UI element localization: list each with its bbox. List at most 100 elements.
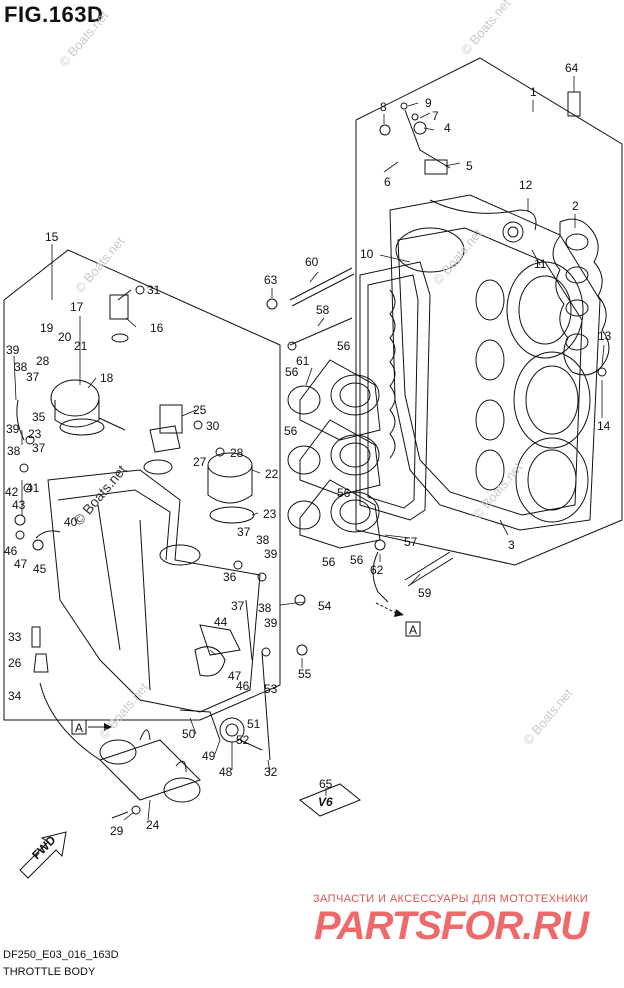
callout-44: 44 [214, 615, 228, 629]
spring-50 [179, 709, 221, 741]
callout-30: 30 [206, 419, 220, 433]
callout-3: 3 [508, 538, 515, 552]
idle-air-valve-18 [50, 379, 126, 436]
hose-62 [372, 551, 389, 603]
callout-12: 12 [519, 178, 533, 192]
callout-9: 9 [425, 96, 432, 110]
callout-43: 43 [12, 498, 26, 512]
callout-1: 1 [530, 85, 537, 99]
svg-text:A: A [409, 623, 417, 637]
bolt-31 [135, 285, 145, 295]
callout-31: 31 [147, 283, 161, 297]
callout-47: 47 [14, 557, 28, 571]
callout-24: 24 [146, 818, 160, 832]
callout-2: 2 [572, 199, 579, 213]
callout-40: 40 [64, 515, 78, 529]
callout-4: 4 [444, 121, 451, 135]
callout-33: 33 [8, 630, 22, 644]
v6-badge-label: V6 [318, 795, 333, 809]
silencer-24 [99, 729, 201, 803]
callout-27: 27 [193, 455, 207, 469]
screw-51 [239, 739, 263, 751]
callout-38c: 38 [256, 533, 270, 547]
v6-badge [299, 783, 361, 817]
bolt-58 [289, 317, 353, 346]
callout-15: 15 [45, 230, 59, 244]
callout-39d: 39 [264, 616, 278, 630]
bolt-28 [215, 447, 225, 457]
callout-56: 56 [337, 339, 351, 353]
callout-10: 10 [360, 247, 374, 261]
cap-33 [31, 626, 41, 648]
callout-11: 11 [534, 257, 547, 271]
callout-47b: 47 [228, 669, 242, 683]
callout-36: 36 [223, 570, 237, 584]
callout-61: 61 [296, 354, 310, 368]
callout-56e: 56 [322, 555, 336, 569]
callout-8: 8 [380, 100, 387, 114]
bolt-59 [404, 551, 451, 581]
right-assembly-frame [355, 57, 623, 566]
rod-38 [245, 599, 253, 661]
callout-49: 49 [202, 749, 216, 763]
figure-name: THROTTLE BODY [3, 966, 96, 978]
leader-lines [13, 76, 605, 821]
sensor-25 [143, 404, 183, 475]
callout-32: 32 [264, 765, 278, 779]
callout-56c: 56 [284, 424, 298, 438]
left-assembly-frame [3, 249, 281, 721]
figure-title: FIG.163D [4, 2, 104, 27]
callout-37: 37 [26, 370, 40, 384]
callout-48: 48 [219, 765, 233, 779]
callout-39: 39 [6, 343, 20, 357]
callout-16: 16 [150, 321, 164, 335]
model-code: DF250_E03_016_163D [3, 949, 119, 961]
o-ring-27 [143, 459, 173, 475]
callout-42: 42 [5, 485, 19, 499]
callout-53: 53 [264, 682, 278, 696]
callout-38: 38 [14, 360, 28, 374]
silencer-case [47, 469, 261, 713]
callout-41: 41 [26, 481, 40, 495]
callout-56d: 56 [337, 486, 351, 500]
ref-a-left: A [71, 719, 112, 735]
callout-21: 21 [74, 339, 88, 353]
o-ring-23b [209, 506, 255, 524]
callout-46b: 46 [236, 679, 250, 693]
callout-58: 58 [316, 303, 330, 317]
callout-57: 57 [404, 535, 418, 549]
callout-55: 55 [298, 667, 312, 681]
fwd-arrow: FWD [19, 831, 67, 879]
gasket-10 [359, 261, 431, 521]
callout-20: 20 [58, 330, 72, 344]
brand-logo[interactable]: PARTSFOR.RU [314, 904, 589, 948]
callout-51: 51 [247, 717, 261, 731]
callout-56f: 56 [350, 553, 364, 567]
bolt-54 [294, 594, 306, 606]
map-sensor-16 [109, 294, 129, 343]
brand-tagline: ЗАПЧАСТИ И АКСЕССУАРЫ ДЛЯ МОТОТЕХНИКИ [313, 893, 589, 905]
sensor-bracket-6 [404, 109, 451, 169]
callout-59: 59 [418, 586, 432, 600]
callout-6: 6 [384, 175, 391, 189]
nut-63 [266, 298, 278, 310]
callout-62: 62 [370, 563, 384, 577]
nut-55 [296, 644, 308, 656]
callout-13: 13 [598, 329, 612, 343]
callout-14: 14 [597, 419, 611, 433]
rod-32 [261, 651, 271, 761]
callout-64: 64 [565, 61, 579, 75]
callout-28b: 28 [230, 446, 244, 460]
bolt-30 [193, 420, 203, 430]
callout-23: 23 [28, 427, 42, 441]
callout-46: 46 [4, 544, 18, 558]
svg-text:A: A [75, 721, 83, 735]
nut-37 [233, 560, 243, 570]
callout-17: 17 [70, 300, 84, 314]
callout-52: 52 [236, 733, 250, 747]
callout-37c: 37 [237, 525, 251, 539]
hose-34 [39, 682, 101, 761]
callout-numbers: 1 2 3 4 5 6 7 8 9 10 11 12 13 14 15 16 1… [4, 61, 612, 838]
throttle-body-plate [389, 194, 601, 531]
